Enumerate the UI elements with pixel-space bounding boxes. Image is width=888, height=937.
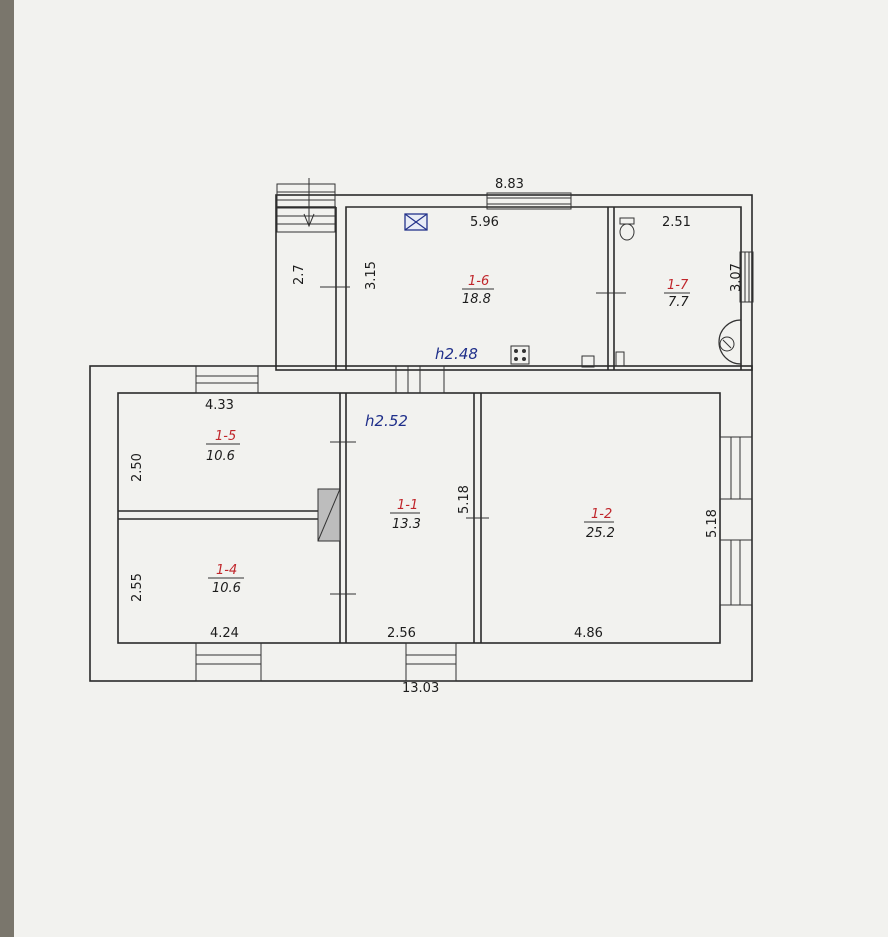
dim-right-bottom: 4.86 bbox=[574, 626, 603, 641]
height-main: h2.52 bbox=[365, 412, 408, 430]
boiler-icon bbox=[718, 319, 742, 365]
toilet-icon bbox=[619, 217, 635, 241]
room-id: 1-6 bbox=[468, 274, 489, 289]
dim-left-upper-side: 2.50 bbox=[130, 453, 145, 482]
room-area: 10.6 bbox=[212, 581, 241, 596]
dim-left-bottom: 4.24 bbox=[210, 626, 239, 641]
dimension-labels: 8.83 5.96 2.51 3.07 3.15 2.7 4.33 2.50 2… bbox=[130, 177, 744, 696]
stairs bbox=[276, 178, 336, 233]
room-area: 13.3 bbox=[392, 517, 421, 532]
room-id: 1-5 bbox=[215, 429, 236, 444]
dim-right-side: 5.18 bbox=[705, 509, 720, 538]
windows bbox=[195, 365, 753, 682]
room-id: 1-4 bbox=[216, 563, 237, 578]
dim-overall-bottom: 13.03 bbox=[402, 681, 439, 696]
room-label-1-4: 1-4 10.6 bbox=[208, 563, 244, 596]
room-id: 1-1 bbox=[397, 498, 418, 513]
room-label-1-1: 1-1 13.3 bbox=[390, 498, 421, 532]
room-label-1-5: 1-5 10.6 bbox=[206, 429, 240, 464]
rear-block-walls bbox=[275, 192, 754, 371]
sink-icon bbox=[581, 351, 625, 368]
dim-wc-side: 3.07 bbox=[729, 263, 744, 292]
stair-arrow-icon bbox=[303, 178, 315, 228]
room-area: 18.8 bbox=[462, 292, 491, 307]
dim-overall-top: 8.83 bbox=[495, 177, 524, 192]
dim-middle-bottom: 2.56 bbox=[387, 626, 416, 641]
dim-kitchen-side: 3.15 bbox=[364, 261, 379, 290]
stove-icon bbox=[510, 345, 530, 365]
room-label-1-2: 1-2 25.2 bbox=[584, 507, 615, 541]
paper bbox=[14, 0, 888, 937]
door-marks bbox=[320, 286, 626, 595]
room-id: 1-2 bbox=[591, 507, 612, 522]
room-area: 7.7 bbox=[668, 295, 689, 310]
dim-left-top: 4.33 bbox=[205, 398, 234, 413]
dim-wc-top: 2.51 bbox=[662, 215, 691, 230]
dim-middle-side: 5.18 bbox=[457, 485, 472, 514]
oven-icon bbox=[317, 488, 341, 542]
room-label-1-7: 1-7 7.7 bbox=[664, 278, 690, 310]
room-area: 25.2 bbox=[586, 526, 615, 541]
vent-icon bbox=[404, 213, 428, 231]
dim-porch-side: 2.7 bbox=[292, 264, 307, 285]
dim-kitchen-top: 5.96 bbox=[470, 215, 499, 230]
room-id: 1-7 bbox=[667, 278, 689, 293]
room-label-1-6: 1-6 18.8 bbox=[462, 274, 494, 307]
height-rear: h2.48 bbox=[435, 345, 478, 363]
room-area: 10.6 bbox=[206, 449, 235, 464]
binding-edge bbox=[0, 0, 14, 937]
dim-left-lower-side: 2.55 bbox=[130, 573, 145, 602]
